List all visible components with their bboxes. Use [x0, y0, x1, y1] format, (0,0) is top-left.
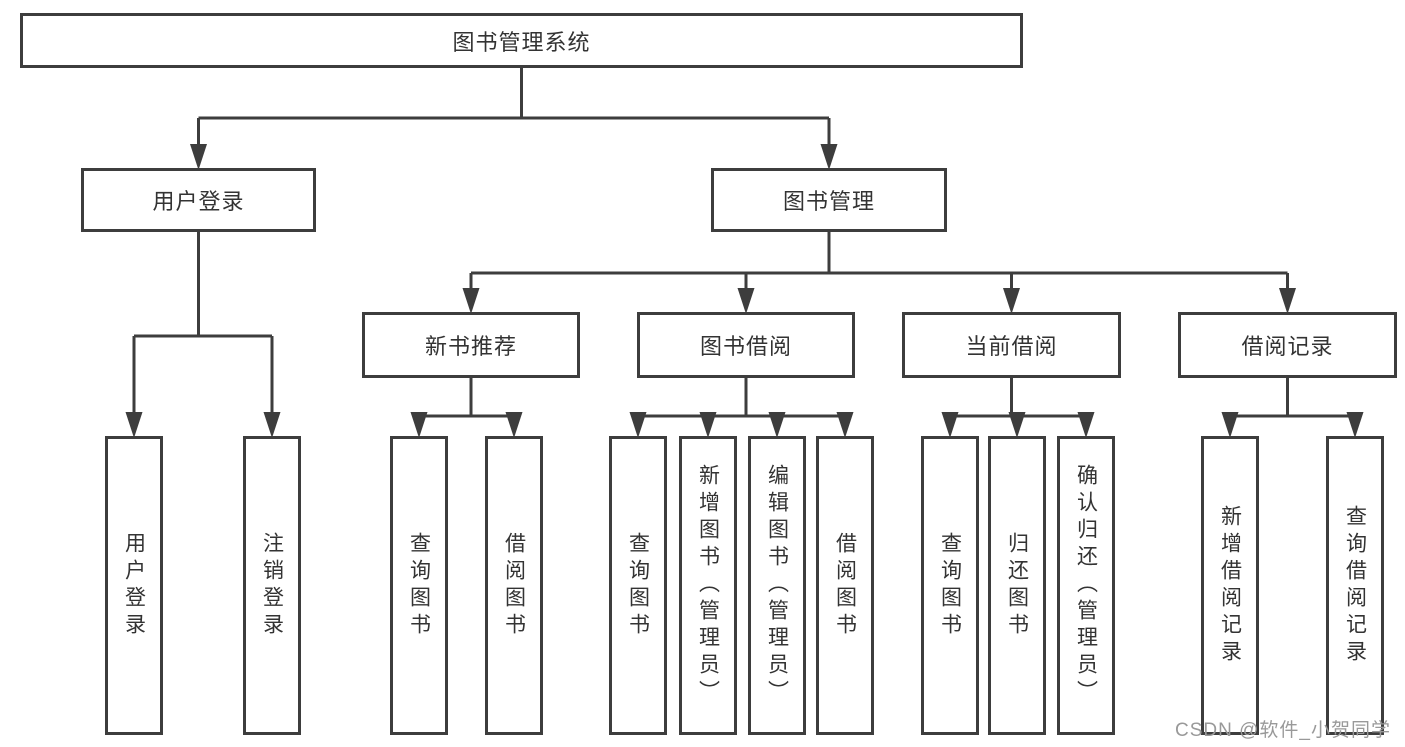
arrowhead: [1003, 288, 1020, 314]
node-leaf-add-record: 新增借阅记录: [1201, 436, 1259, 735]
node-leaf-add-book: 新增图书（管理员）: [679, 436, 737, 735]
node-book-mgmt: 图书管理: [711, 168, 947, 232]
node-leaf-user-login: 用户登录: [105, 436, 163, 735]
node-leaf-edit-book: 编辑图书（管理员）: [748, 436, 806, 735]
node-root: 图书管理系统: [20, 13, 1023, 68]
node-leaf-borrow-book-1: 借阅图书: [485, 436, 543, 735]
node-leaf-confirm-return: 确认归还（管理员）: [1057, 436, 1115, 735]
arrowhead: [1279, 288, 1296, 314]
arrowhead: [941, 412, 959, 438]
node-leaf-logout: 注销登录: [243, 436, 301, 735]
arrowhead: [190, 144, 207, 170]
node-new-book-rec: 新书推荐: [362, 312, 580, 378]
arrowhead: [737, 288, 755, 314]
arrowhead: [836, 412, 854, 438]
arrowhead: [629, 412, 647, 438]
node-user-login: 用户登录: [81, 168, 316, 232]
node-borrow-records: 借阅记录: [1178, 312, 1397, 378]
arrowhead: [699, 412, 717, 438]
node-leaf-query-book-2: 查询图书: [609, 436, 667, 735]
node-leaf-query-record: 查询借阅记录: [1326, 436, 1384, 735]
arrowhead: [1008, 412, 1026, 438]
node-leaf-query-book-3: 查询图书: [921, 436, 979, 735]
node-current-borrow: 当前借阅: [902, 312, 1121, 378]
watermark: CSDN @软件_小贺同学: [1175, 720, 1391, 741]
arrowhead: [1221, 412, 1239, 438]
arrowhead: [125, 412, 143, 438]
arrowhead: [462, 288, 480, 314]
arrowhead: [820, 144, 838, 170]
arrowhead: [1346, 412, 1364, 438]
node-leaf-return-book: 归还图书: [988, 436, 1046, 735]
node-book-borrow: 图书借阅: [637, 312, 855, 378]
node-leaf-query-book-1: 查询图书: [390, 436, 448, 735]
arrowhead: [505, 412, 523, 438]
arrowhead: [768, 412, 786, 438]
arrowhead: [263, 412, 281, 438]
node-leaf-borrow-book-2: 借阅图书: [816, 436, 874, 735]
arrowhead: [1077, 412, 1095, 438]
arrowhead: [410, 412, 428, 438]
